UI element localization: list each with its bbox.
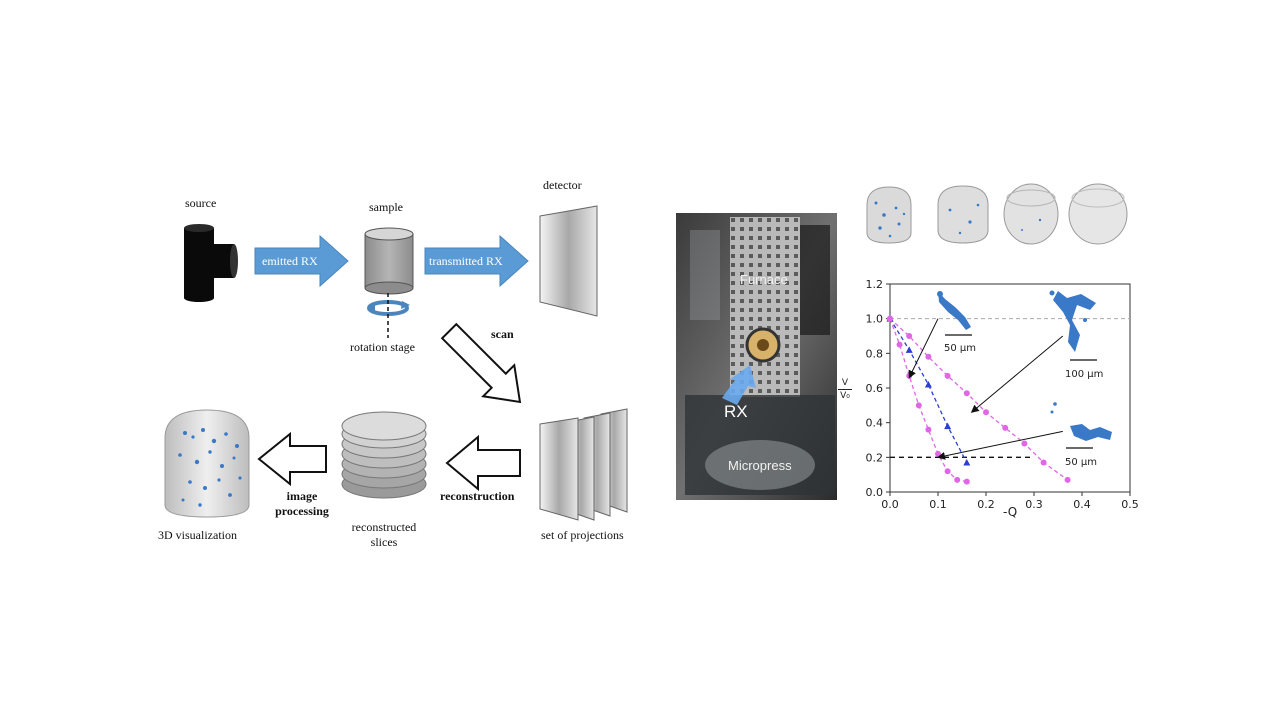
series-point-3 — [925, 426, 932, 433]
series-point-3 — [935, 450, 941, 457]
annotation-arrow-3 — [937, 430, 1063, 460]
setup-photo — [676, 213, 837, 500]
processing-label-line2: processing — [275, 504, 329, 518]
x-tick-label: 0.5 — [1121, 498, 1139, 511]
y-tick-label: 0.2 — [866, 451, 884, 464]
rotation-label: rotation stage — [350, 340, 415, 354]
series-point-2 — [924, 381, 932, 388]
y-tick-label: 0.8 — [866, 347, 884, 360]
pore-inset-2 — [1049, 290, 1096, 352]
series-point-1 — [1040, 459, 1047, 466]
annotation-arrow-2 — [970, 335, 1064, 413]
y-axis-label: V V₀ — [838, 378, 852, 401]
x-tick-label: 0.4 — [1073, 498, 1091, 511]
scale-label-1: 50 µm — [944, 343, 977, 354]
micropress-label: Micropress — [728, 458, 792, 473]
sample-rendering-1 — [866, 186, 912, 244]
series-point-1 — [1021, 440, 1028, 447]
series-point-3 — [896, 341, 903, 348]
series-point-1 — [983, 409, 989, 416]
series-point-1 — [944, 372, 951, 379]
scale-label-3: 50 µm — [1065, 457, 1098, 468]
rotation-stage-icon — [367, 293, 410, 338]
sample-rendering-2 — [937, 185, 989, 244]
scan-arrow — [440, 322, 522, 404]
x-tick-label: 0.1 — [929, 498, 947, 511]
sample-label: sample — [369, 200, 403, 214]
source-label: source — [185, 196, 217, 210]
y-tick-label: 1.0 — [866, 313, 884, 326]
x-tick-label: 0.0 — [881, 498, 899, 511]
x-tick-label: 0.2 — [977, 498, 995, 511]
series-point-3 — [954, 476, 961, 483]
detector-label: detector — [543, 178, 582, 192]
y-tick-label: 0.0 — [866, 486, 884, 499]
visualization-icon — [164, 409, 250, 518]
furnace-label: Furnace — [740, 272, 788, 287]
source-icon — [184, 224, 238, 302]
series-point-1 — [1002, 424, 1009, 431]
y-axis-numerator: V — [841, 378, 849, 388]
series-point-3 — [887, 315, 893, 322]
reconstruction-label: reconstruction — [440, 489, 515, 503]
projections-icon — [539, 408, 628, 521]
series-point-1 — [963, 390, 970, 397]
processing-label: image processing — [270, 489, 334, 519]
rx-label: RX — [724, 402, 748, 421]
transmitted-rx-arrow — [424, 234, 529, 288]
x-axis-label: -Q — [1003, 505, 1018, 519]
image-processing-arrow — [257, 431, 327, 487]
emitted-label: emitted RX — [262, 254, 318, 268]
annotation-arrow-1 — [908, 318, 939, 379]
volume-fraction-chart: 0.0 0.1 0.2 0.3 0.4 0.5 0.0 0.2 0.4 0.6 0.8 1.0 1.2 — [866, 278, 1139, 511]
x-tick-label: 0.3 — [1025, 498, 1043, 511]
pore-inset-3 — [1050, 402, 1112, 441]
sample-icon — [364, 227, 414, 295]
series-point-2 — [905, 346, 913, 353]
series-point-1 — [1064, 476, 1071, 483]
visualization-label: 3D visualization — [158, 528, 237, 542]
slices-icon — [341, 411, 427, 499]
slices-label-line2: slices — [370, 535, 398, 549]
slices-label: reconstructed slices — [346, 520, 422, 550]
series-point-3 — [963, 478, 970, 485]
series-point-3 — [915, 402, 922, 409]
series-line-3 — [889, 318, 967, 483]
sample-rendering-3 — [1003, 183, 1059, 245]
y-tick-label: 1.2 — [866, 278, 884, 291]
detector-icon — [539, 205, 598, 317]
series-point-2 — [963, 459, 971, 466]
processing-label-line1: image — [286, 489, 318, 503]
y-axis-denominator: V₀ — [840, 391, 850, 401]
series-point-2 — [944, 422, 952, 430]
emitted-rx-arrow — [254, 234, 349, 288]
reconstruction-arrow — [445, 434, 521, 492]
series-line-2 — [889, 318, 968, 463]
scale-label-2: 100 µm — [1065, 369, 1104, 380]
pore-inset-1 — [937, 291, 971, 330]
series-point-1 — [925, 353, 932, 360]
y-tick-label: 0.4 — [866, 417, 884, 430]
scan-label: scan — [491, 327, 514, 341]
transmitted-label: transmitted RX — [429, 254, 503, 268]
projections-label: set of projections — [541, 528, 624, 542]
series-point-1 — [906, 333, 913, 339]
y-tick-label: 0.6 — [866, 382, 884, 395]
series-point-3 — [944, 468, 951, 475]
series-line-1 — [889, 318, 1068, 481]
sample-rendering-4 — [1068, 183, 1128, 245]
slices-label-line1: reconstructed — [351, 520, 417, 534]
